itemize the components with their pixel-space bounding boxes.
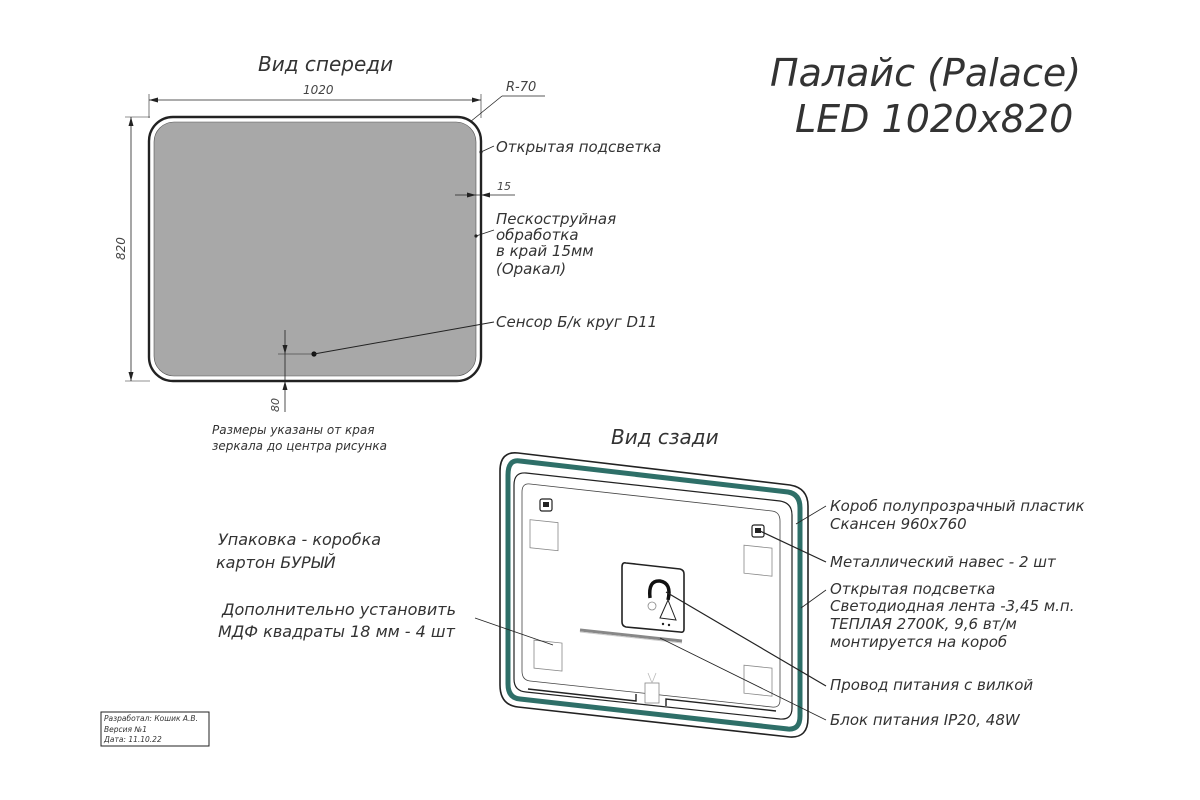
callout-hanger: Металлический навес - 2 шт [830,553,1057,571]
title-stamp: Разработал: Кошик А.В. Версия №1 Дата: 1… [100,711,210,747]
radius-dimension: R-70 [469,80,545,123]
callout-psu: Блок питания IP20, 48W [830,711,1021,729]
mdf-square-3 [533,639,563,672]
callout-sensor: Сенсор Б/к круг D11 [496,313,657,331]
callout-led-2: Светодиодная лента -3,45 м.п. [830,597,1074,615]
callout-sandblast-4: (Оракал) [496,260,566,278]
sandblast-mirror-area [153,121,477,377]
sensor-offset-dimension: 80 [269,330,314,412]
dimension-note-2: зеркала до центра рисунка [212,439,387,453]
sensor-box [621,562,685,633]
mirror-back [499,452,809,738]
mdf-square-2 [743,544,773,577]
width-dimension: 1020 [148,83,482,118]
callout-box-2: Скансен 960х760 [830,515,967,533]
callout-cable: Провод питания с вилкой [830,676,1033,694]
callout-led-1: Открытая подсветка [830,580,995,598]
sensor-offset-label: 80 [269,398,282,412]
stamp-date: Дата: 11.10.22 [103,735,162,744]
stamp-developer: Разработал: Кошик А.В. [104,714,198,723]
title-line-1: Палайс (Palace) [770,51,1081,95]
mdf-square-1 [529,519,559,552]
plastic-box [513,472,793,720]
mirror-front [147,115,483,383]
callout-sandblast-1: Пескоструйная [496,210,616,228]
packaging-note-1: Упаковка - коробка [218,530,381,549]
callout-sandblast-3: в край 15мм [496,242,594,260]
stamp-version: Версия №1 [104,725,147,734]
edge-dim-label: 15 [497,180,511,193]
dimension-note-1: Размеры указаны от края [212,423,374,437]
edge-dimension: 15 [455,180,515,198]
power-cable [647,579,671,601]
callout-led-4: монтируется на короб [830,633,1007,651]
packaging-note-2: картон БУРЫЙ [216,553,336,572]
radius-dim-label: R-70 [506,80,536,95]
height-dimension: 820 [114,116,150,382]
back-callout-leaders [474,505,827,721]
plug-outlet [644,682,660,704]
front-view-heading: Вид спереди [258,52,393,76]
callout-open-lighting: Открытая подсветка [496,138,661,156]
power-supply [579,628,683,643]
mdf-note-1: Дополнительно установить [221,600,456,619]
mdf-note-2: МДФ квадраты 18 мм - 4 шт [218,622,456,641]
callout-box-1: Короб полупрозрачный пластик [830,497,1085,515]
callout-sandblast-2: обработка [496,226,579,244]
callout-led-3: ТЕПЛАЯ 2700K, 9,6 вт/м [830,615,1017,633]
title-line-2: LED 1020x820 [795,97,1073,141]
height-dim-label: 820 [114,237,128,260]
front-callouts: Открытая подсветка Пескоструйная обработ… [313,138,661,355]
back-view-heading: Вид сзади [611,425,719,449]
width-dim-label: 1020 [303,83,334,97]
led-strip [505,458,803,732]
